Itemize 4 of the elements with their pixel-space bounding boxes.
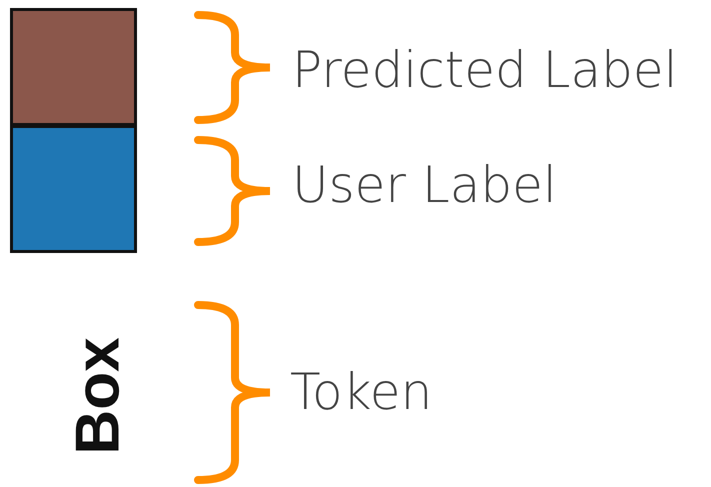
rotated-label: Box <box>68 337 130 455</box>
legend-label: User Label <box>292 160 557 210</box>
legend-label: Predicted Label <box>292 45 678 95</box>
bracket-label: Token <box>290 367 432 417</box>
